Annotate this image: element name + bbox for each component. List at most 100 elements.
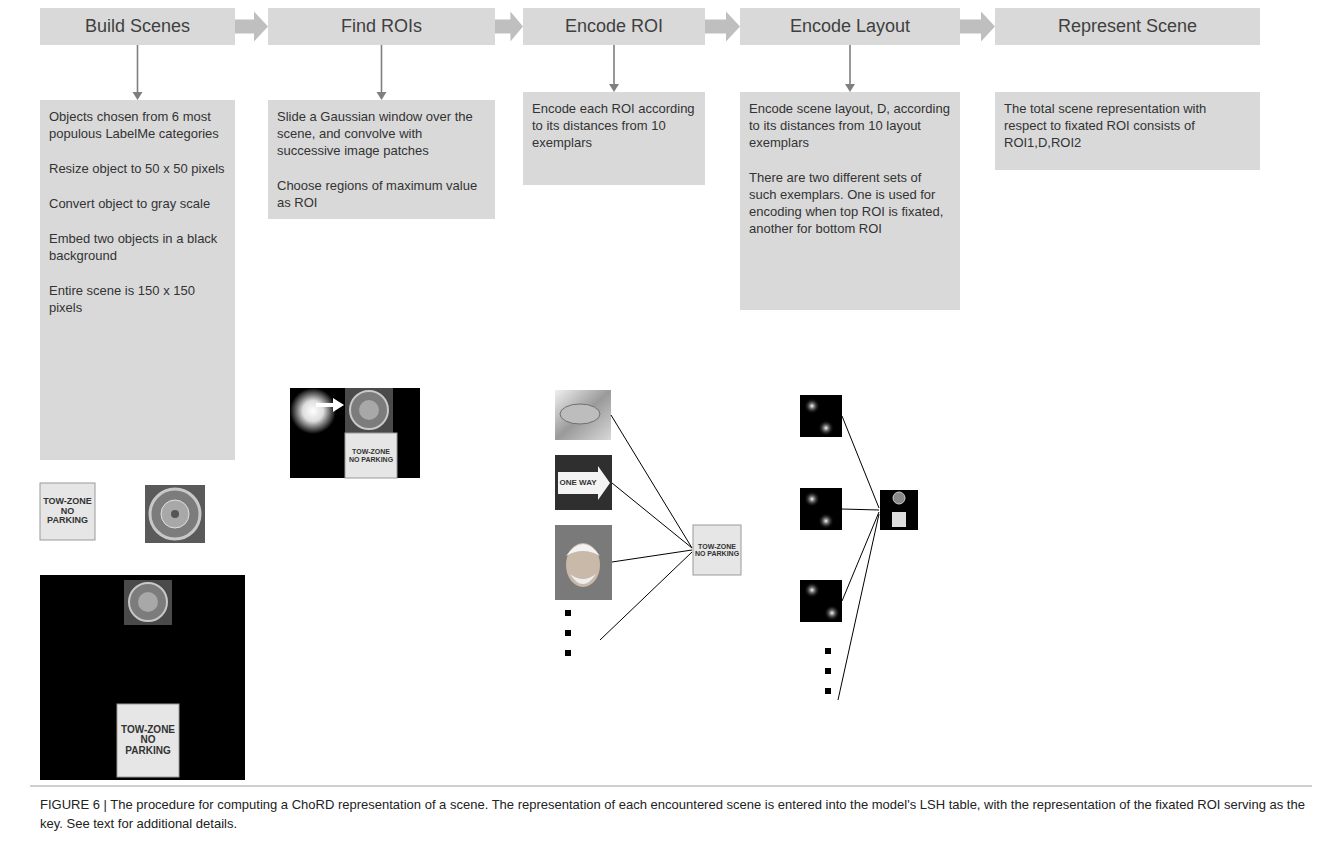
roi-exemplars-part <box>693 525 741 575</box>
layout-exemplars-part <box>818 420 834 436</box>
roi-exemplars-part <box>570 574 596 584</box>
step-title: Build Scenes <box>85 16 190 37</box>
layout-exemplars-part <box>892 512 906 527</box>
step-text: Encode scene layout, D, according to its… <box>749 100 951 151</box>
roi-search-picture-part <box>359 400 379 420</box>
roi-search-picture-part <box>290 388 336 434</box>
step-text: Objects chosen from 6 most populous Labe… <box>49 108 226 142</box>
step-arrow <box>960 12 995 42</box>
layout-exemplars-part <box>838 514 879 700</box>
roi-exemplars-part <box>565 650 571 656</box>
layout-exemplars-part <box>825 688 831 694</box>
roi-exemplars <box>555 390 741 656</box>
down-arrow-line <box>849 45 851 84</box>
step-text: Convert object to gray scale <box>49 195 226 212</box>
step-text: Embed two objects in a black background <box>49 230 226 264</box>
scene-picture <box>40 575 245 780</box>
figure-caption: FIGURE 6 | The procedure for computing a… <box>40 795 1308 833</box>
roi-search-picture <box>290 388 420 478</box>
step-arrow <box>705 12 740 42</box>
layout-exemplars-part <box>800 395 842 437</box>
roi-exemplars-part <box>566 544 600 556</box>
roi-search-picture-part <box>316 403 335 407</box>
sign-photo-part <box>40 483 95 540</box>
flow-arrow <box>705 12 740 42</box>
step-arrow <box>495 12 523 42</box>
step-description-box: Slide a Gaussian window over the scene, … <box>268 100 495 219</box>
down-arrow-line <box>381 45 383 92</box>
scene-picture-part <box>117 704 179 777</box>
scene-picture-part <box>129 583 167 621</box>
scene-picture-part <box>40 575 245 780</box>
sign-photo <box>40 483 95 540</box>
roi-exemplars-part <box>565 630 571 636</box>
step-description-box: Objects chosen from 6 most populous Labe… <box>40 100 235 460</box>
roi-exemplars-part <box>611 415 692 548</box>
flow-arrow <box>960 12 995 42</box>
wheel-photo-part <box>145 485 205 543</box>
layout-exemplars-part <box>825 648 831 654</box>
step-text: Encode each ROI according to its distanc… <box>532 100 696 151</box>
layout-exemplars-part <box>842 509 879 510</box>
roi-exemplars-part <box>565 610 571 616</box>
flow-arrow <box>133 45 143 100</box>
layout-exemplars-part <box>893 492 905 504</box>
down-arrow-line <box>137 45 139 92</box>
layout-exemplars-part <box>842 512 879 601</box>
step-header-box: Find ROIs <box>268 8 495 45</box>
layout-exemplars-part <box>804 582 820 598</box>
roi-exemplars-part <box>555 390 611 440</box>
sign-lettering: TOW-ZONE NO PARKING <box>694 526 740 574</box>
flow-arrow <box>235 12 268 42</box>
sign-lettering: TOW-ZONE NO PARKING <box>41 484 94 539</box>
layout-exemplars-part <box>824 605 840 621</box>
roi-exemplars-part <box>555 455 612 510</box>
step-title: Encode ROI <box>565 16 663 37</box>
roi-search-picture-part <box>350 391 388 429</box>
step-text: Slide a Gaussian window over the scene, … <box>277 108 486 159</box>
step-header-box: Encode Layout <box>740 8 960 45</box>
flow-arrow <box>609 45 619 92</box>
layout-exemplars <box>800 395 918 700</box>
step-header-box: Encode ROI <box>523 8 705 45</box>
step-header-box: Represent Scene <box>995 8 1260 45</box>
step-text: Entire scene is 150 x 150 pixels <box>49 282 226 316</box>
sign-lettering: ONE WAY <box>558 474 598 492</box>
scene-picture-part <box>124 580 172 625</box>
figure-rule-part <box>30 786 1312 787</box>
step-description-box: The total scene representation with resp… <box>995 92 1260 170</box>
layout-exemplars-part <box>804 491 820 507</box>
step-description-box: Encode each ROI according to its distanc… <box>523 92 705 185</box>
layout-exemplars-part <box>804 398 820 414</box>
roi-exemplars-part <box>600 552 692 640</box>
down-arrow-line <box>613 45 615 84</box>
step-description-box: Encode scene layout, D, according to its… <box>740 92 960 310</box>
wheel-photo <box>145 485 205 543</box>
roi-exemplars-part <box>612 483 692 548</box>
arrow-head <box>609 84 619 92</box>
roi-exemplars-part <box>566 543 600 587</box>
sign-lettering: TOW-ZONE NO PARKING <box>346 434 396 477</box>
layout-exemplars-part <box>880 490 918 530</box>
roi-exemplars-part <box>612 550 692 562</box>
layout-exemplars-part <box>842 416 879 508</box>
step-text: Resize object to 50 x 50 pixels <box>49 160 226 177</box>
step-title: Encode Layout <box>790 16 910 37</box>
figure-rule <box>30 786 1312 787</box>
wheel-photo-part <box>150 489 200 539</box>
step-title: Represent Scene <box>1058 16 1197 37</box>
step-arrow <box>235 12 268 42</box>
wheel-photo-part <box>171 510 179 518</box>
wheel-photo-part <box>161 500 189 528</box>
layout-exemplars-part <box>800 580 842 622</box>
flow-arrow <box>495 12 523 42</box>
roi-search-picture-part <box>333 398 344 412</box>
arrow-head <box>845 84 855 92</box>
step-title: Find ROIs <box>341 16 422 37</box>
layout-exemplars-part <box>818 513 834 529</box>
arrow-head <box>133 92 143 100</box>
scene-picture-part <box>138 592 158 612</box>
layout-exemplars-part <box>800 488 842 530</box>
step-text: Choose regions of maximum value as ROI <box>277 177 486 211</box>
